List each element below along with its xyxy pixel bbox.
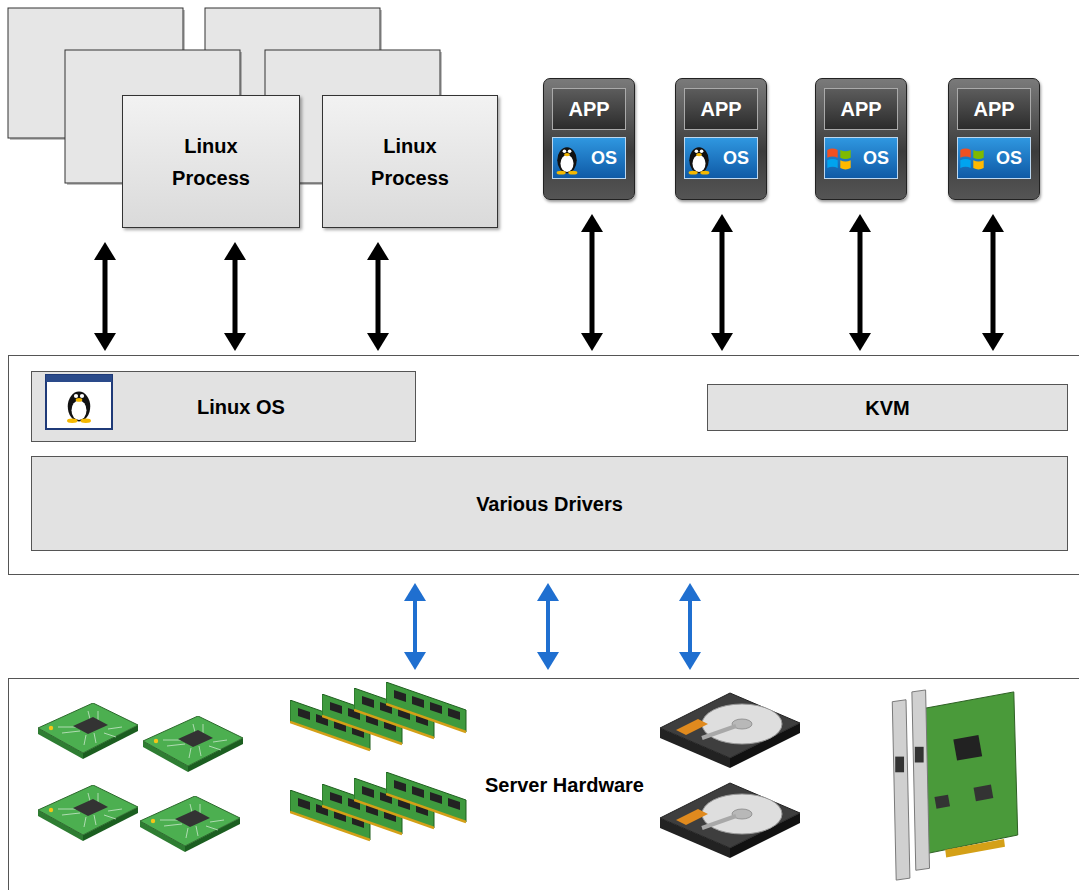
network-card (892, 690, 1017, 880)
process-box: Linux Process (322, 95, 498, 228)
driver-layer: Various Drivers (31, 456, 1068, 551)
arrow-connector (546, 592, 550, 661)
arrow-connector (233, 251, 238, 342)
hardware-label: Server Hardware (481, 769, 648, 801)
process-label: Linux Process (355, 130, 465, 194)
vm-label: OS (552, 137, 626, 179)
vm-label: APP (552, 88, 626, 130)
process-label: Linux Process (156, 130, 266, 194)
arrow-connector (376, 251, 381, 342)
hypervisor-label: KVM (865, 392, 909, 424)
hypervisor-box: KVM (707, 384, 1068, 431)
vm-label: APP (824, 88, 898, 130)
arrow-connector (413, 592, 417, 661)
hard-drives (660, 693, 800, 858)
arrow-connector (103, 251, 108, 342)
host-layer: Linux OS KVM Various Drivers (8, 355, 1079, 575)
vm-icon: APP OS (948, 78, 1040, 200)
vm-label: APP (684, 88, 758, 130)
arrow-connector (991, 223, 996, 342)
os-logos (557, 147, 984, 174)
process-box: Linux Process (122, 95, 300, 228)
vm-icon: APP OS (815, 78, 907, 200)
cpu-chips (38, 703, 243, 852)
arrow-connector (590, 223, 595, 342)
driver-label: Various Drivers (476, 488, 623, 520)
linux-icon (46, 375, 112, 429)
arrow-connector (688, 592, 692, 661)
arrow-connector (720, 223, 725, 342)
hardware-layer: Server Hardware (8, 678, 1079, 890)
vm-label: APP (957, 88, 1031, 130)
vm-label: OS (957, 137, 1031, 179)
vm-icon: APP OS (675, 78, 767, 200)
memory-modules (290, 682, 466, 840)
vm-label: OS (684, 137, 758, 179)
arrow-connector (858, 223, 863, 342)
vm-label: OS (824, 137, 898, 179)
os-label: Linux OS (197, 391, 285, 423)
vm-icon: APP OS (543, 78, 635, 200)
os-box: Linux OS (31, 371, 416, 442)
